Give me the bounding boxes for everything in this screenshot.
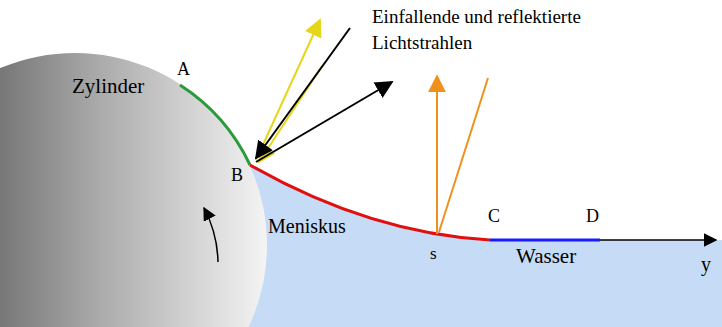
axis-label: y bbox=[701, 254, 711, 274]
reflected-ray bbox=[436, 76, 438, 234]
incident-ray bbox=[439, 78, 488, 232]
point-label: A bbox=[177, 60, 190, 78]
water-surface bbox=[490, 239, 600, 242]
incident-ray bbox=[256, 28, 350, 158]
part-label: Wasser bbox=[516, 246, 576, 267]
meniscus-curve bbox=[250, 165, 490, 240]
point-label: s bbox=[430, 245, 437, 262]
rotation-arrow bbox=[204, 208, 218, 262]
point-label: D bbox=[586, 207, 599, 225]
ray-caption: Einfallende und reflektierte Lichtstrahl… bbox=[372, 4, 637, 56]
y-axis bbox=[600, 239, 716, 241]
point-label: C bbox=[488, 207, 500, 225]
part-label: Meniskus bbox=[268, 216, 346, 236]
reflected-ray bbox=[256, 82, 392, 162]
contact-arc bbox=[180, 85, 250, 165]
water-region bbox=[240, 165, 722, 327]
reflected-ray bbox=[256, 20, 320, 160]
point-label: B bbox=[231, 166, 243, 184]
cylinder bbox=[0, 53, 267, 327]
part-label: Zylinder bbox=[72, 76, 144, 97]
